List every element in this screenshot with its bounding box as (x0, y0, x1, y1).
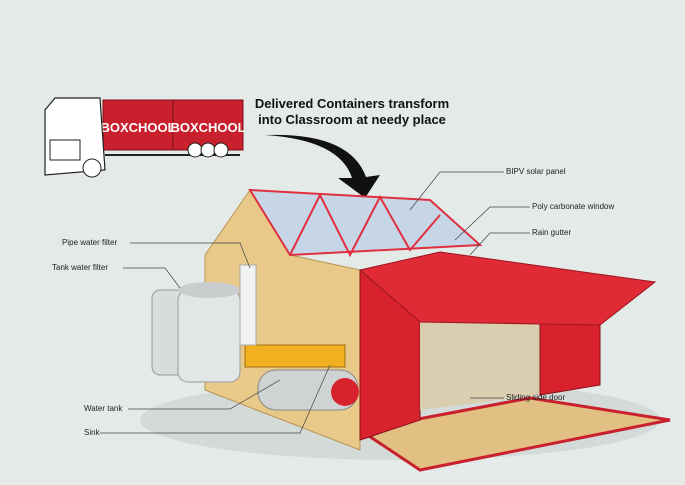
red-canopy (358, 251, 657, 326)
label-poly-carbonate-window: Poly carbonate window (532, 202, 615, 211)
truck-wheel (187, 142, 203, 158)
container-label: BOXCHOOL (170, 120, 245, 135)
water-tanks (151, 282, 241, 383)
truck-cab (44, 97, 106, 176)
container-label: BOXCHOOL (100, 120, 175, 135)
truck-wheel (200, 142, 216, 158)
transform-arrow (265, 134, 380, 198)
label-water-tank: Water tank (84, 404, 123, 413)
heading-line-2: into Classroom at needy place (258, 112, 446, 127)
pipe-water-filter (239, 264, 257, 346)
label-tank-water-filter: Tank water filter (52, 263, 109, 272)
truck-wheel (82, 158, 102, 178)
label-rain-gutter: Rain gutter (532, 228, 572, 237)
solar-panel-roof (248, 188, 483, 257)
wooden-floor (356, 396, 671, 472)
pipe-end-cap (331, 378, 359, 406)
roof-truss (289, 192, 441, 258)
heading-line-1: Delivered Containers transform (254, 96, 450, 111)
heading: Delivered Containers transform into Clas… (252, 96, 452, 128)
classroom-interior (420, 300, 540, 410)
leader-lines (100, 171, 530, 434)
sink (244, 344, 346, 368)
label-sink: Sink (84, 428, 100, 437)
truck-wheel (213, 142, 229, 158)
label-sliding-side-door: Sliding side door (506, 393, 566, 402)
truck-illustration: BOXCHOOL BOXCHOOL (44, 97, 246, 178)
label-bipv-solar-panel: BIPV solar panel (506, 167, 566, 176)
label-pipe-water-filter: Pipe water filter (62, 238, 118, 247)
